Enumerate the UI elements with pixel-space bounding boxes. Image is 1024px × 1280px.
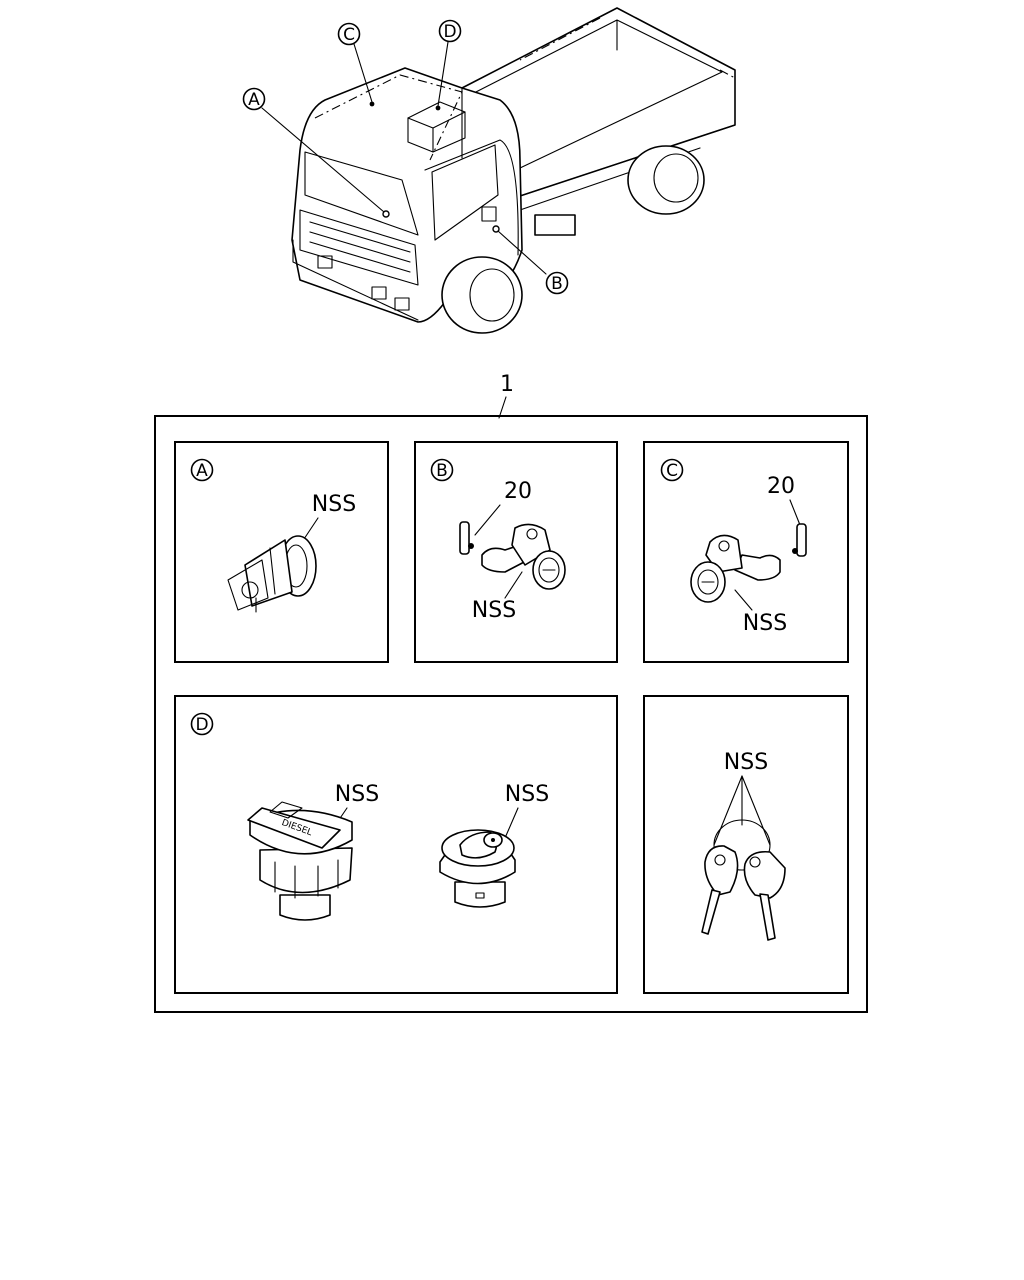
key-set (701, 819, 786, 941)
callout-d-label: D (443, 22, 456, 42)
assembly-ref-number: 1 (500, 372, 514, 397)
truck-illustration (261, 7, 736, 334)
callout-c-label: C (343, 25, 355, 45)
panel-c-nss-label: NSS (743, 611, 787, 636)
callout-b-label: B (551, 274, 563, 294)
panel-keys: NSS (643, 695, 849, 994)
panel-d: D NSS NSS DIESEL (174, 695, 618, 994)
small-fuel-cap (439, 829, 516, 908)
panel-c-letter: C (666, 461, 678, 481)
panel-b-part-20-label: 20 (504, 479, 532, 504)
panel-b-letter: B (436, 461, 448, 481)
callout-c: C (337, 22, 361, 46)
panel-keys-nss-label: NSS (724, 750, 768, 775)
ignition-lock-cylinder (227, 535, 317, 613)
panel-a-nss-label: NSS (312, 492, 356, 517)
truck-cab (291, 67, 523, 323)
panel-b-nss-label: NSS (472, 598, 516, 623)
panel-a-letter: A (196, 461, 208, 481)
front-wheel (441, 256, 523, 334)
rear-wheel (627, 145, 705, 215)
panel-c-part-20-label: 20 (767, 474, 795, 499)
panel-d-letter: D (195, 715, 208, 735)
callout-a: A (242, 87, 266, 111)
door-lock-cylinder-left (690, 523, 807, 603)
callout-b: B (545, 271, 569, 295)
diesel-fuel-cap: DIESEL (247, 801, 353, 921)
panel-d-small-cap-nss-label: NSS (505, 782, 549, 807)
assembly-frame (154, 415, 868, 1013)
callout-d: D (438, 19, 462, 43)
panel-c: C 20 NSS (643, 441, 849, 663)
panel-a: A NSS (174, 441, 389, 663)
door-lock-cylinder-right (459, 521, 566, 590)
assembly-ref-leader (498, 396, 507, 419)
panel-b: B 20 NSS (414, 441, 618, 663)
callout-a-label: A (248, 90, 260, 110)
panel-d-diesel-cap-nss-label: NSS (335, 782, 379, 807)
